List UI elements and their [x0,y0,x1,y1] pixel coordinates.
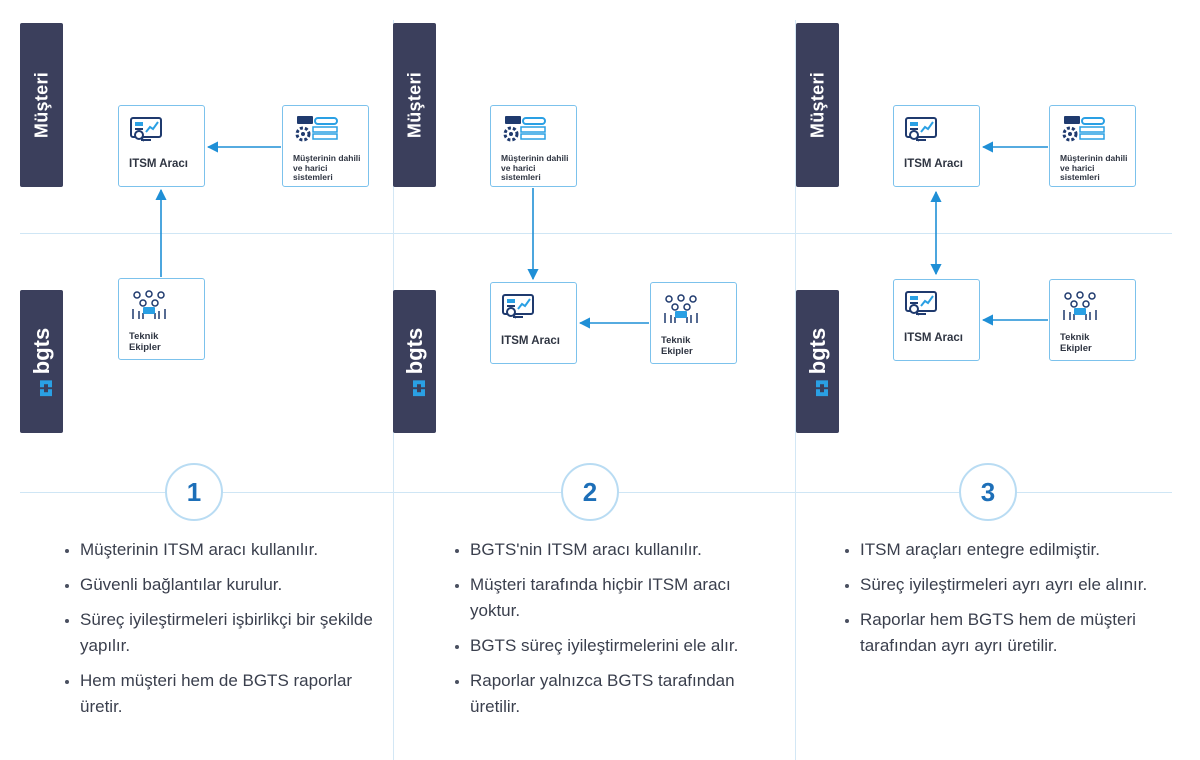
row-divider [20,233,1172,234]
bullet-item: Güvenli bağlantılar kurulur. [80,572,390,598]
brand-logo: bgts [29,327,55,396]
brand-band-1: bgts [20,290,63,433]
bullet-item: ITSM araçları entegre edilmiştir. [860,537,1180,563]
technical-teams-node: Teknik Ekipler [1049,279,1136,361]
customer-systems-node: Müşterinin dahili ve harici sistemleri [490,105,577,187]
itsm-tool-node: ITSM Aracı [490,282,577,364]
scenario-number-1: 1 [165,463,223,521]
brand-mark-icon [34,379,52,396]
customer-systems-node: Müşterinin dahili ve harici sistemleri [1049,105,1136,187]
customer-band-3: Müşteri [796,23,839,187]
customer-systems-label: Müşterinin dahili ve harici sistemleri [1060,153,1128,182]
brand-logo: bgts [402,327,428,396]
bullet-item: BGTS'nin ITSM aracı kullanılır. [470,537,780,563]
itsm-tool-label: ITSM Aracı [501,335,561,347]
bullet-item: BGTS süreç iyileştirmelerini ele alır. [470,633,780,659]
customer-itsm-tool-node: ITSM Aracı [893,105,980,187]
team-people-icon [1060,290,1100,327]
bullet-item: Süreç iyileştirmeleri ayrı ayrı ele alın… [860,572,1180,598]
systems-network-icon [293,114,341,149]
customer-band-1: Müşteri [20,23,63,187]
customer-systems-label: Müşterinin dahili ve harici sistemleri [293,153,361,182]
monitor-chart-icon [904,290,938,323]
bullet-item: Raporlar yalnızca BGTS tarafından üretil… [470,668,780,720]
itsm-tool-label: ITSM Aracı [129,158,189,170]
scenario-number-3: 3 [959,463,1017,521]
bullet-item: Müşterinin ITSM aracı kullanılır. [80,537,390,563]
itsm-tool-node: ITSM Aracı [118,105,205,187]
customer-band-2: Müşteri [393,23,436,187]
technical-teams-label: Teknik Ekipler [661,335,693,357]
column-divider-2 [795,20,796,760]
bullet-item: Raporlar hem BGTS hem de müşteri tarafın… [860,607,1180,659]
scenario-3-bullets: ITSM araçları entegre edilmiştir. Süreç … [840,537,1180,668]
scenario-number-2: 2 [561,463,619,521]
technical-teams-node: Teknik Ekipler [118,278,205,360]
brand-band-2: bgts [393,290,436,433]
brand-band-3: bgts [796,290,839,433]
brand-logo: bgts [805,327,831,396]
bullet-item: Hem müşteri hem de BGTS raporlar üretir. [80,668,390,720]
technical-teams-node: Teknik Ekipler [650,282,737,364]
scenario-2-bullets: BGTS'nin ITSM aracı kullanılır. Müşteri … [450,537,780,729]
bullet-item: Süreç iyileştirmeleri işbirlikçi bir şek… [80,607,390,659]
bullet-item: Müşteri tarafında hiçbir ITSM aracı yokt… [470,572,780,624]
bgts-itsm-tool-node: ITSM Aracı [893,279,980,361]
itsm-tool-label: ITSM Aracı [904,332,964,344]
technical-teams-label: Teknik Ekipler [1060,332,1092,354]
monitor-chart-icon [501,293,535,326]
brand-mark-icon [810,379,828,396]
team-people-icon [661,293,701,330]
team-people-icon [129,289,169,326]
monitor-chart-icon [129,116,163,149]
monitor-chart-icon [904,116,938,149]
systems-network-icon [1060,114,1108,149]
systems-network-icon [501,114,549,149]
customer-systems-node: Müşterinin dahili ve harici sistemleri [282,105,369,187]
scenario-1-bullets: Müşterinin ITSM aracı kullanılır. Güvenl… [60,537,390,729]
technical-teams-label: Teknik Ekipler [129,331,161,353]
customer-systems-label: Müşterinin dahili ve harici sistemleri [501,153,569,182]
itsm-tool-label: ITSM Aracı [904,158,964,170]
brand-mark-icon [407,379,425,396]
